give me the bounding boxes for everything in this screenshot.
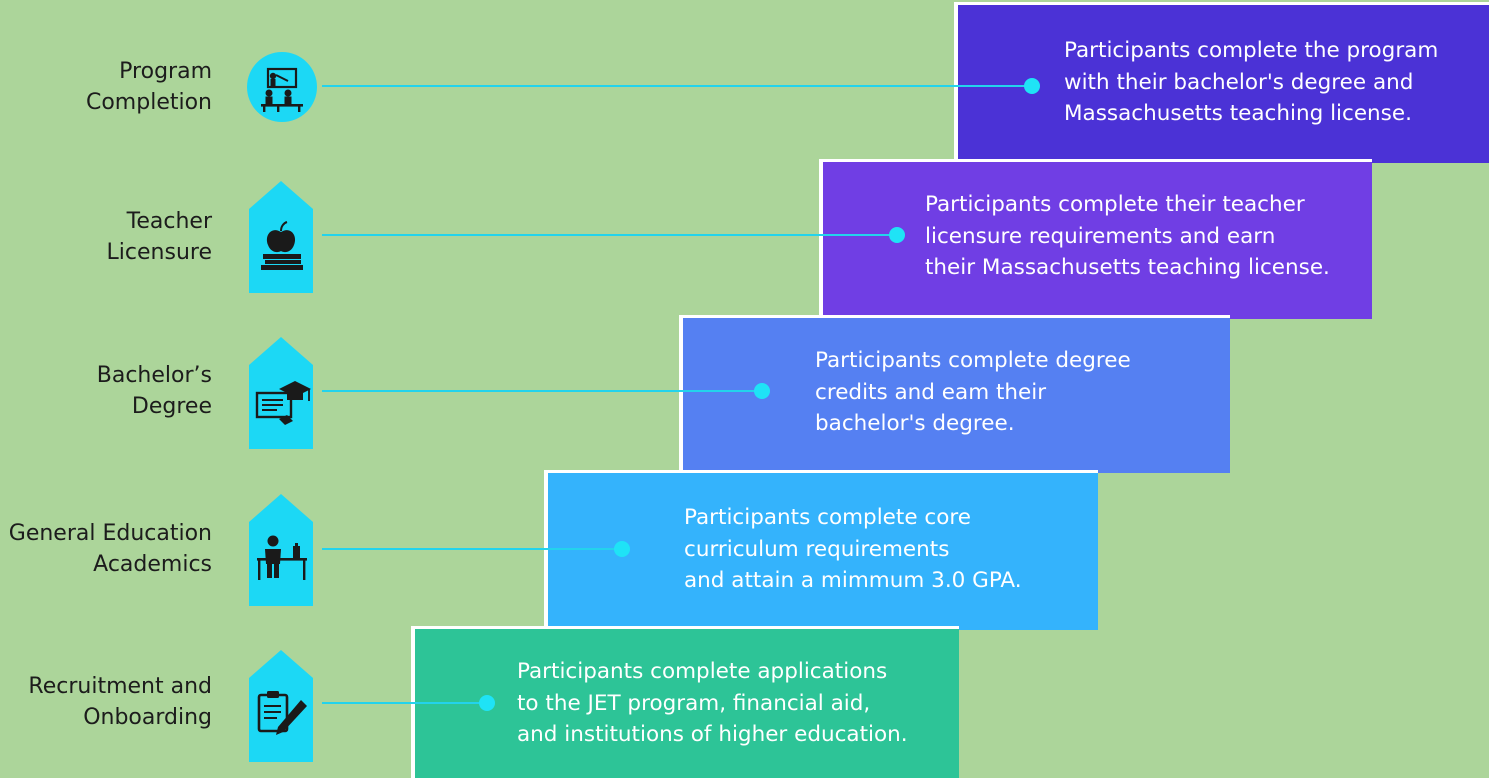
connector-dot — [889, 227, 905, 243]
connector-dot — [754, 383, 770, 399]
stage-description-bachelors-degree: Participants complete degree credits and… — [815, 348, 1131, 436]
stage-description-program-completion: Participants complete the program with t… — [1064, 38, 1439, 126]
stage-label-program-completion: Program Completion — [85, 59, 212, 115]
clipboard-pencil-icon — [249, 650, 313, 762]
stage-card-bachelors-degree — [679, 315, 1230, 473]
stage-description-teacher-licensure: Participants complete their teacher lice… — [925, 192, 1330, 280]
connector-line — [322, 390, 762, 392]
diploma-cap-icon — [249, 337, 313, 449]
stage-label-teacher-licensure: Teacher Licensure — [106, 209, 212, 265]
connector-dot — [479, 695, 495, 711]
stage-label-recruitment: Recruitment and Onboarding — [28, 674, 212, 730]
apple-books-icon — [249, 181, 313, 293]
stage-label-bachelors-degree: Bachelor’s Degree — [96, 363, 212, 419]
connector-line — [322, 85, 1032, 87]
connector-line — [322, 234, 897, 236]
stage-label-general-education: General Education Academics — [8, 521, 212, 577]
student-desk-icon — [249, 494, 313, 606]
stage-card-program-completion — [954, 2, 1489, 163]
stage-description-general-education: Participants complete core curriculum re… — [684, 505, 1022, 593]
stage-card-general-education — [544, 470, 1098, 630]
classroom-icon — [246, 51, 317, 123]
stage-description-recruitment: Participants complete applications to th… — [517, 659, 908, 747]
connector-dot — [614, 541, 630, 557]
connector-line — [322, 548, 622, 550]
connector-dot — [1024, 78, 1040, 94]
connector-line — [322, 702, 487, 704]
stage-card-teacher-licensure — [819, 159, 1372, 319]
